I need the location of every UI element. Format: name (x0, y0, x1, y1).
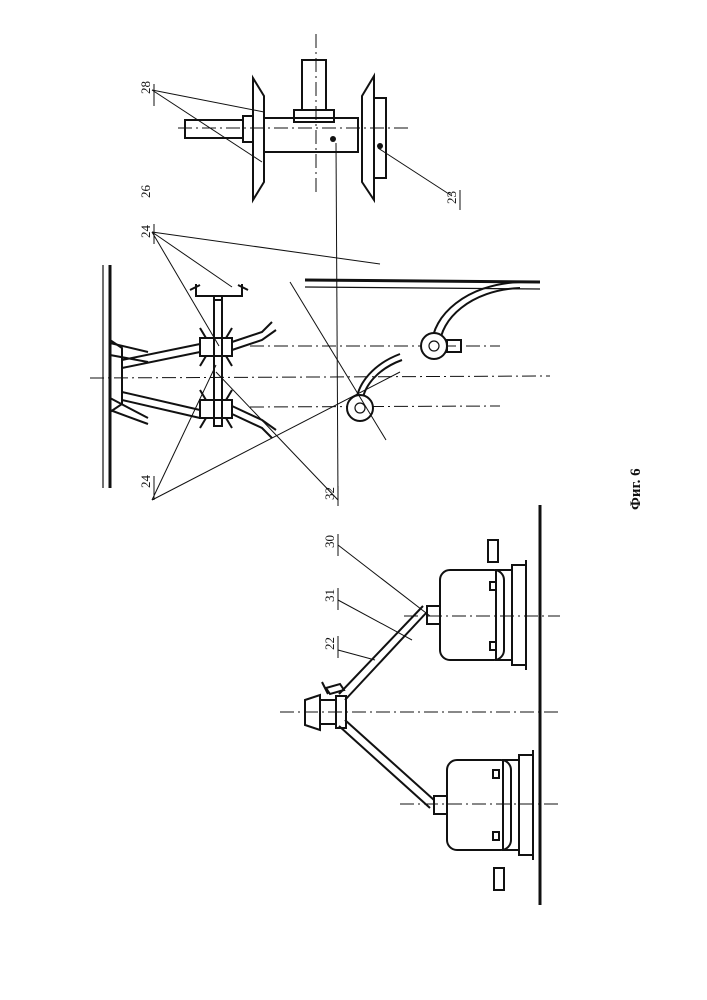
label-22: 22 (322, 637, 337, 650)
figure-caption: Фиг. 6 (628, 468, 644, 510)
trolley-assembly (90, 265, 550, 488)
label-24-bottom: 24 (138, 475, 153, 489)
carts-assembly (280, 505, 560, 905)
spool-assembly (178, 34, 412, 200)
label-31: 31 (322, 589, 337, 602)
label-26: 26 (138, 185, 153, 199)
labels: 28 26 24 23 24 32 30 31 22 (138, 81, 460, 658)
label-30: 30 (322, 535, 337, 548)
label-24-top: 24 (138, 225, 153, 239)
label-32: 32 (322, 487, 337, 500)
label-28: 28 (138, 81, 153, 94)
label-23: 23 (444, 191, 459, 204)
leader-lines (152, 90, 452, 660)
